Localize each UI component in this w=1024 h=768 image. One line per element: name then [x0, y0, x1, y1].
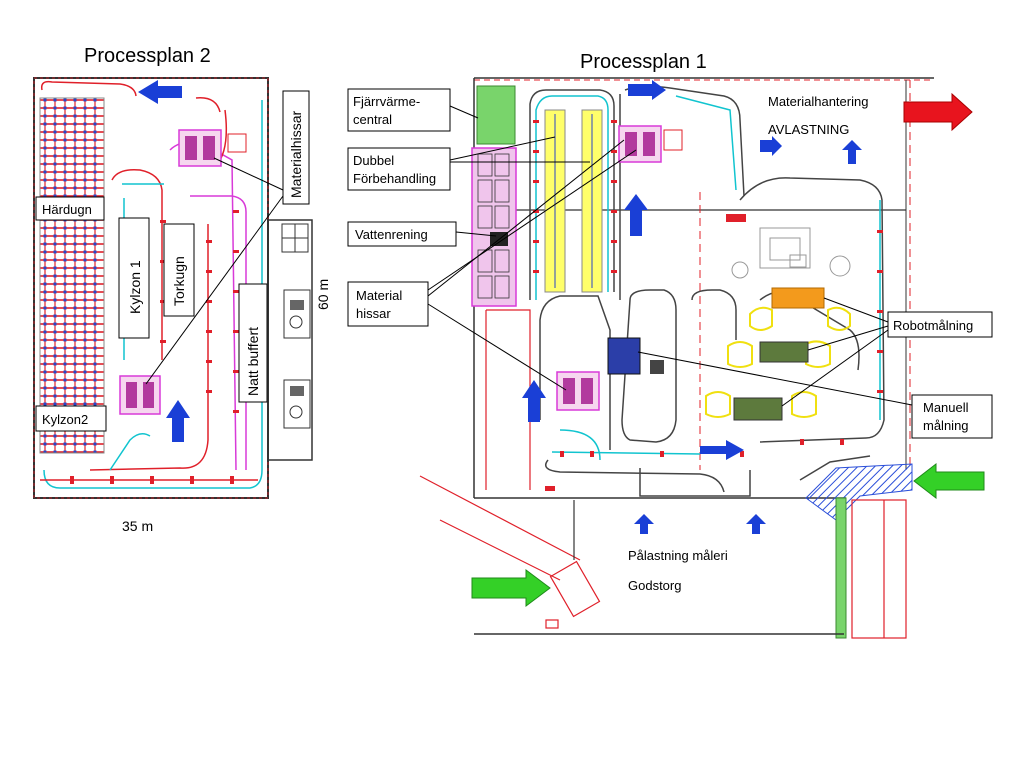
load-arrow-right — [913, 462, 985, 500]
plan1-dark-equipment — [607, 337, 641, 375]
torkugn-label-box: Torkugn — [163, 223, 195, 317]
robotmalning-booth — [771, 287, 825, 309]
manuell-malning-booth-2 — [733, 397, 783, 421]
svg-text:Manuell: Manuell — [923, 400, 969, 415]
kylzon1-label-box: Kylzon 1 — [118, 217, 150, 339]
plan2-arrow-up — [166, 400, 190, 442]
natt-buffert-label-box: Natt buffert — [238, 283, 268, 403]
svg-text:Torkugn: Torkugn — [171, 256, 187, 306]
plan2-dim-height: 60 m — [315, 279, 331, 310]
plan1-green-corridor — [835, 497, 847, 639]
plan1-flow-arrows — [522, 80, 862, 534]
plan2-station-marks — [70, 210, 239, 484]
robotmalning-callout: Robotmålning — [887, 311, 993, 338]
processplan-1: Processplan 1 — [347, 51, 993, 639]
svg-text:målning: målning — [923, 418, 969, 433]
fjarrvarme-central-block — [476, 85, 516, 145]
processplan-2: Processplan 2 — [33, 45, 331, 534]
hardugn-label-box: Härdugn — [35, 196, 105, 221]
avlastning-arrow — [903, 92, 973, 132]
svg-text:Vattenrening: Vattenrening — [355, 227, 428, 242]
kylzon2-label-box: Kylzon2 — [35, 405, 107, 432]
svg-text:Robotmålning: Robotmålning — [893, 318, 973, 333]
plan2-dim-width: 35 m — [122, 518, 153, 534]
materialhissar-label-box: Materialhissar — [282, 90, 310, 205]
materialhantering-label: Materialhantering — [768, 94, 868, 109]
plan1-station-marks — [533, 120, 883, 491]
svg-text:Materialhissar: Materialhissar — [288, 111, 304, 198]
fjarrvarme-callout: Fjärrvärme- central — [347, 88, 451, 132]
plan1-equipment-cluster — [731, 227, 851, 279]
svg-text:Natt buffert: Natt buffert — [245, 327, 261, 396]
svg-text:Härdugn: Härdugn — [42, 202, 92, 217]
plan1-hatched-area — [805, 463, 913, 521]
plan1-title: Processplan 1 — [580, 51, 707, 73]
plan2-title: Processplan 2 — [84, 45, 211, 67]
plan2-annex — [267, 219, 313, 461]
avlastning-label: AVLASTNING — [768, 122, 849, 137]
svg-text:hissar: hissar — [356, 306, 391, 321]
plan1-paint-booth-outlines — [705, 306, 851, 418]
svg-text:Kylzon2: Kylzon2 — [42, 412, 88, 427]
manuell-malning-booth-1 — [759, 341, 809, 363]
svg-text:Dubbel: Dubbel — [353, 153, 394, 168]
plan1-lower-structure — [419, 309, 844, 635]
palastning-label: Pålastning måleri — [628, 548, 728, 563]
dubbel-callout: Dubbel Förbehandling — [347, 147, 451, 191]
hardugn-block — [39, 97, 105, 454]
godstorg-label: Godstorg — [628, 578, 681, 593]
load-arrow-left — [471, 569, 551, 607]
plan2-arrow-left — [138, 80, 182, 104]
svg-text:Kylzon 1: Kylzon 1 — [127, 260, 143, 314]
svg-text:Förbehandling: Förbehandling — [353, 171, 436, 186]
plan1-building-outline — [473, 77, 934, 499]
svg-text:Material: Material — [356, 288, 402, 303]
vattenrening-callout: Vattenrening — [347, 221, 457, 247]
manuell-callout: Manuell målning — [911, 394, 993, 439]
material-hissar-callout: Material hissar — [347, 281, 429, 327]
svg-text:Fjärrvärme-: Fjärrvärme- — [353, 94, 420, 109]
svg-text:central: central — [353, 112, 392, 127]
